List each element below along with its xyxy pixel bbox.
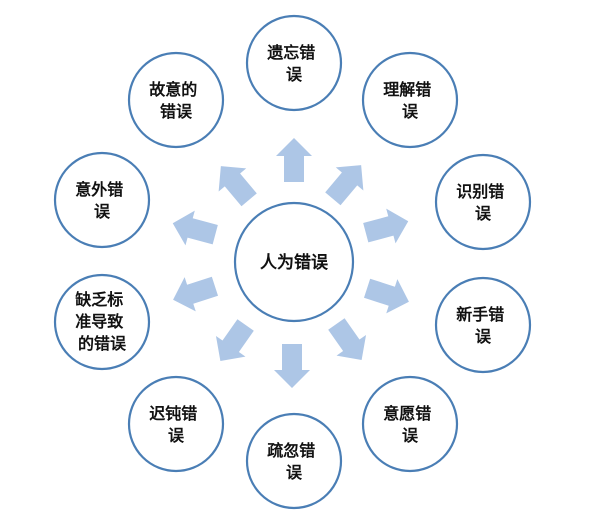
svg-text:理解错 误: 理解错 误 (383, 80, 437, 121)
node-sluggishness-line-1: 迟钝错 (149, 404, 197, 423)
arrows-layer (172, 138, 409, 388)
arrow-to-sluggishness (215, 319, 254, 362)
arrow-to-recognition (363, 208, 409, 244)
node-willingness: 意愿错 误 (361, 375, 459, 473)
node-intentional-line-2: 错误 (160, 102, 193, 121)
node-recognition-line-1: 识别错 (456, 182, 504, 201)
svg-text:遗忘错 误: 遗忘错 误 (266, 43, 321, 84)
center-node: 人为错误 (233, 201, 355, 323)
arrow-to-intentional (218, 166, 257, 207)
node-lack-of-standards-line-3: 的错误 (78, 334, 127, 353)
arrow-to-understanding (325, 165, 364, 206)
node-understanding-line-1: 理解错 (383, 80, 431, 99)
node-intentional-line-1: 故意的 (149, 80, 197, 99)
node-sluggishness-line-2: 误 (168, 426, 185, 445)
svg-text:意愿错 误: 意愿错 误 (383, 404, 437, 445)
arrow-to-willingness (328, 318, 367, 361)
node-accidental-line-1: 意外错 (75, 180, 123, 199)
node-novice: 新手错 误 (434, 276, 532, 374)
node-lack-of-standards: 缺乏标 准导致 的错误 (53, 273, 151, 371)
arrow-to-novice (363, 278, 409, 314)
node-recognition-line-2: 误 (475, 204, 492, 223)
node-willingness-line-1: 意愿错 (383, 404, 431, 423)
arrow-to-forgetting (276, 138, 312, 182)
node-accidental-line-2: 误 (94, 202, 111, 221)
node-novice-line-1: 新手错 (456, 305, 504, 324)
node-lack-of-standards-line-1: 缺乏标 (75, 290, 123, 309)
svg-text:意外错 误: 意外错 误 (75, 180, 129, 221)
svg-text:识别错 误: 识别错 误 (456, 182, 510, 223)
node-forgetting: 遗忘错 误 (245, 14, 343, 112)
node-accidental: 意外错 误 (53, 151, 151, 249)
node-lack-of-standards-line-2: 准导致 (75, 312, 124, 331)
node-intentional: 故意的 错误 (127, 51, 225, 149)
node-understanding-line-2: 误 (402, 102, 419, 121)
arrow-to-lack-of-standards (173, 276, 219, 312)
svg-text:新手错 误: 新手错 误 (456, 305, 510, 346)
node-willingness-line-2: 误 (402, 426, 419, 445)
center-label: 人为错误 (260, 252, 329, 273)
svg-text:故意的 错误: 故意的 错误 (149, 80, 203, 121)
arrow-to-accidental (172, 210, 218, 246)
arrow-to-negligence (274, 344, 310, 388)
node-negligence: 疏忽错 误 (245, 412, 343, 510)
svg-text:缺乏标 准导致 的错误: 缺乏标 准导致 的错误 (75, 290, 129, 353)
node-recognition: 识别错 误 (434, 153, 532, 251)
node-negligence-line-2: 误 (286, 463, 303, 482)
svg-text:迟钝错 误: 迟钝错 误 (149, 404, 203, 445)
node-understanding: 理解错 误 (361, 51, 459, 149)
node-forgetting-line-2: 误 (286, 65, 303, 84)
node-negligence-line-1: 疏忽错 (267, 441, 315, 460)
node-sluggishness: 迟钝错 误 (127, 375, 225, 473)
node-novice-line-2: 误 (475, 327, 492, 346)
svg-text:疏忽错 误: 疏忽错 误 (267, 441, 321, 482)
node-forgetting-line-1: 遗忘错 (266, 43, 315, 62)
